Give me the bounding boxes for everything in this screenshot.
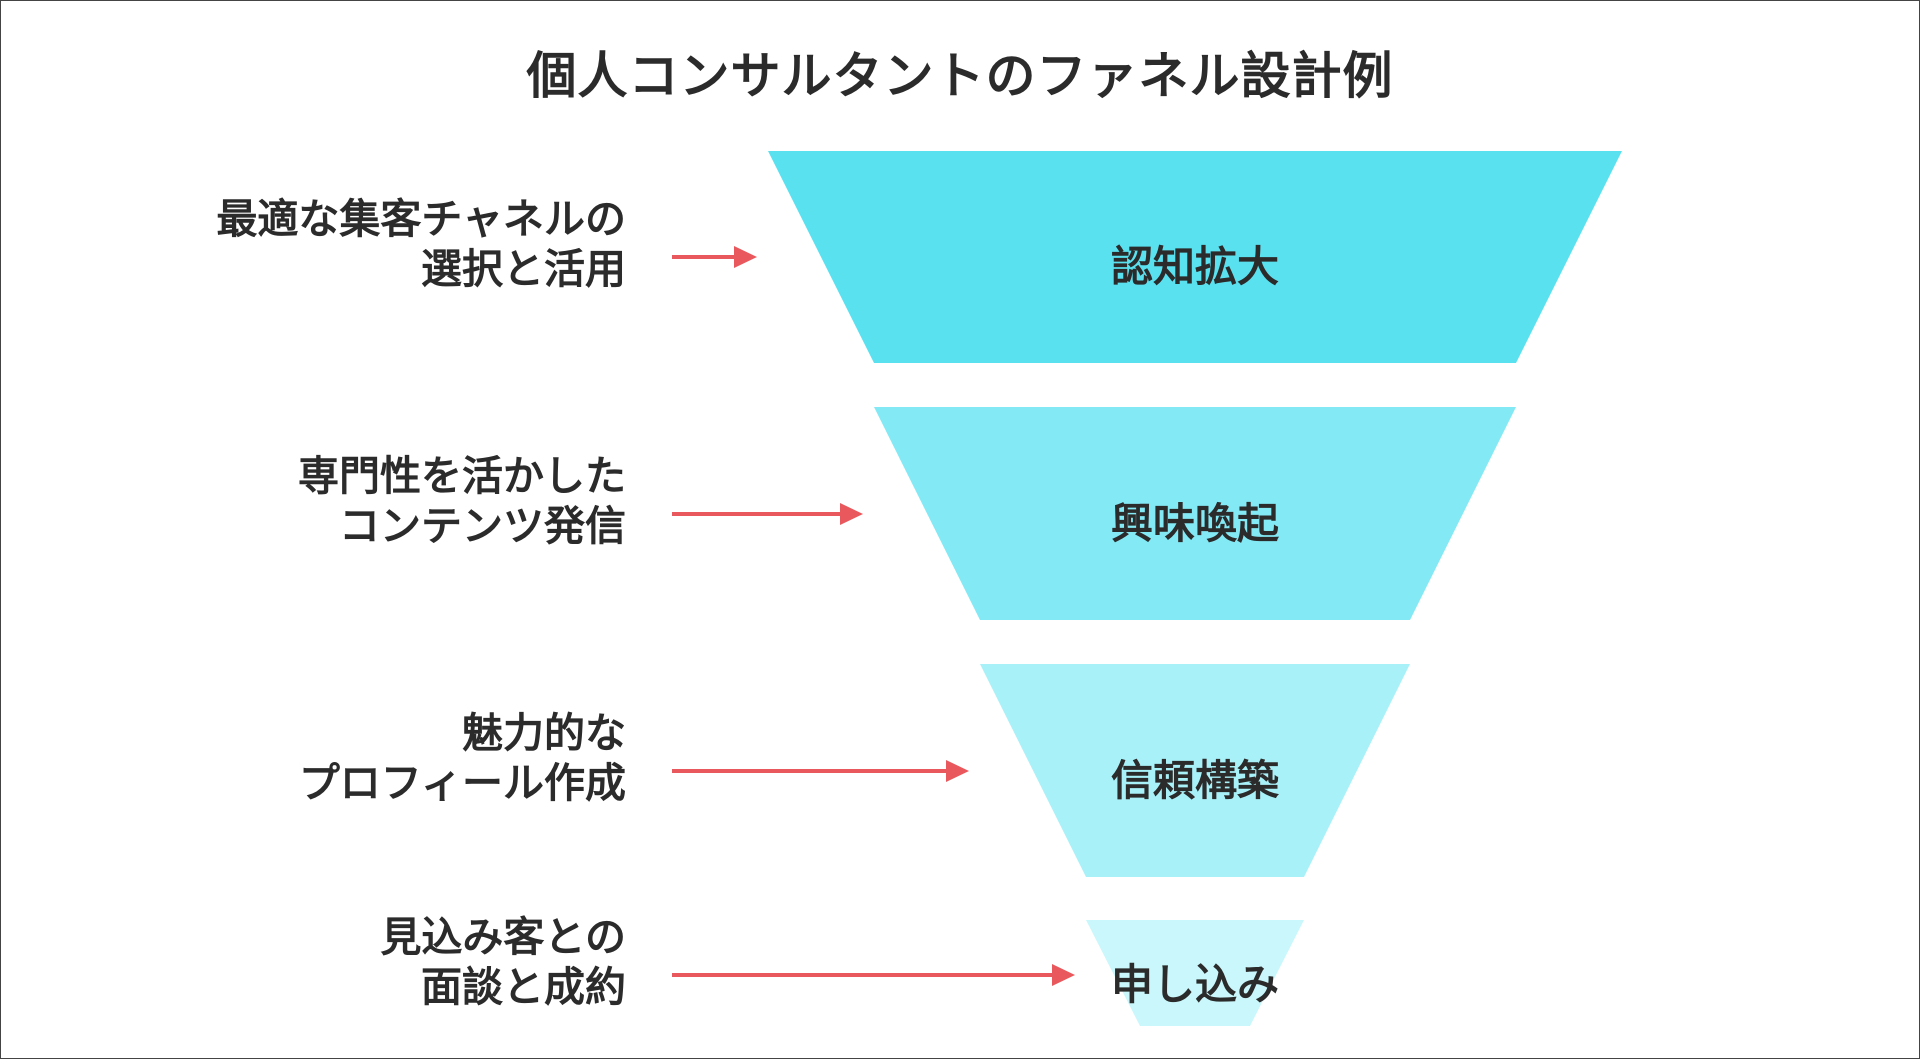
description-line: 見込み客との bbox=[380, 913, 626, 961]
diagram-title: 個人コンサルタントのファネル設計例 bbox=[526, 47, 1394, 105]
description-line: コンテンツ発信 bbox=[339, 502, 626, 550]
funnel-stage-trust bbox=[980, 664, 1410, 877]
arrow-head-1 bbox=[734, 246, 757, 268]
description-line: プロフィール作成 bbox=[298, 759, 626, 807]
description-line: 選択と活用 bbox=[421, 245, 626, 293]
stage-description-trust: 魅力的な プロフィール作成 bbox=[299, 708, 626, 808]
description-line: 最適な集客チャネルの bbox=[216, 195, 626, 243]
arrow-head-2 bbox=[840, 503, 863, 525]
stage-description-awareness: 最適な集客チャネルの 選択と活用 bbox=[216, 194, 626, 294]
description-line: 面談と成約 bbox=[421, 963, 626, 1011]
arrow-head-3 bbox=[946, 760, 969, 782]
description-line: 専門性を活かした bbox=[298, 452, 626, 500]
funnel-stage-application bbox=[1086, 920, 1304, 1026]
stage-description-interest: 専門性を活かした コンテンツ発信 bbox=[298, 451, 626, 551]
arrow-head-4 bbox=[1052, 964, 1075, 986]
funnel-stage-awareness bbox=[768, 151, 1622, 363]
description-line: 魅力的な bbox=[462, 709, 626, 757]
stage-description-application: 見込み客との 面談と成約 bbox=[380, 912, 626, 1012]
funnel-stage-interest bbox=[874, 407, 1516, 620]
